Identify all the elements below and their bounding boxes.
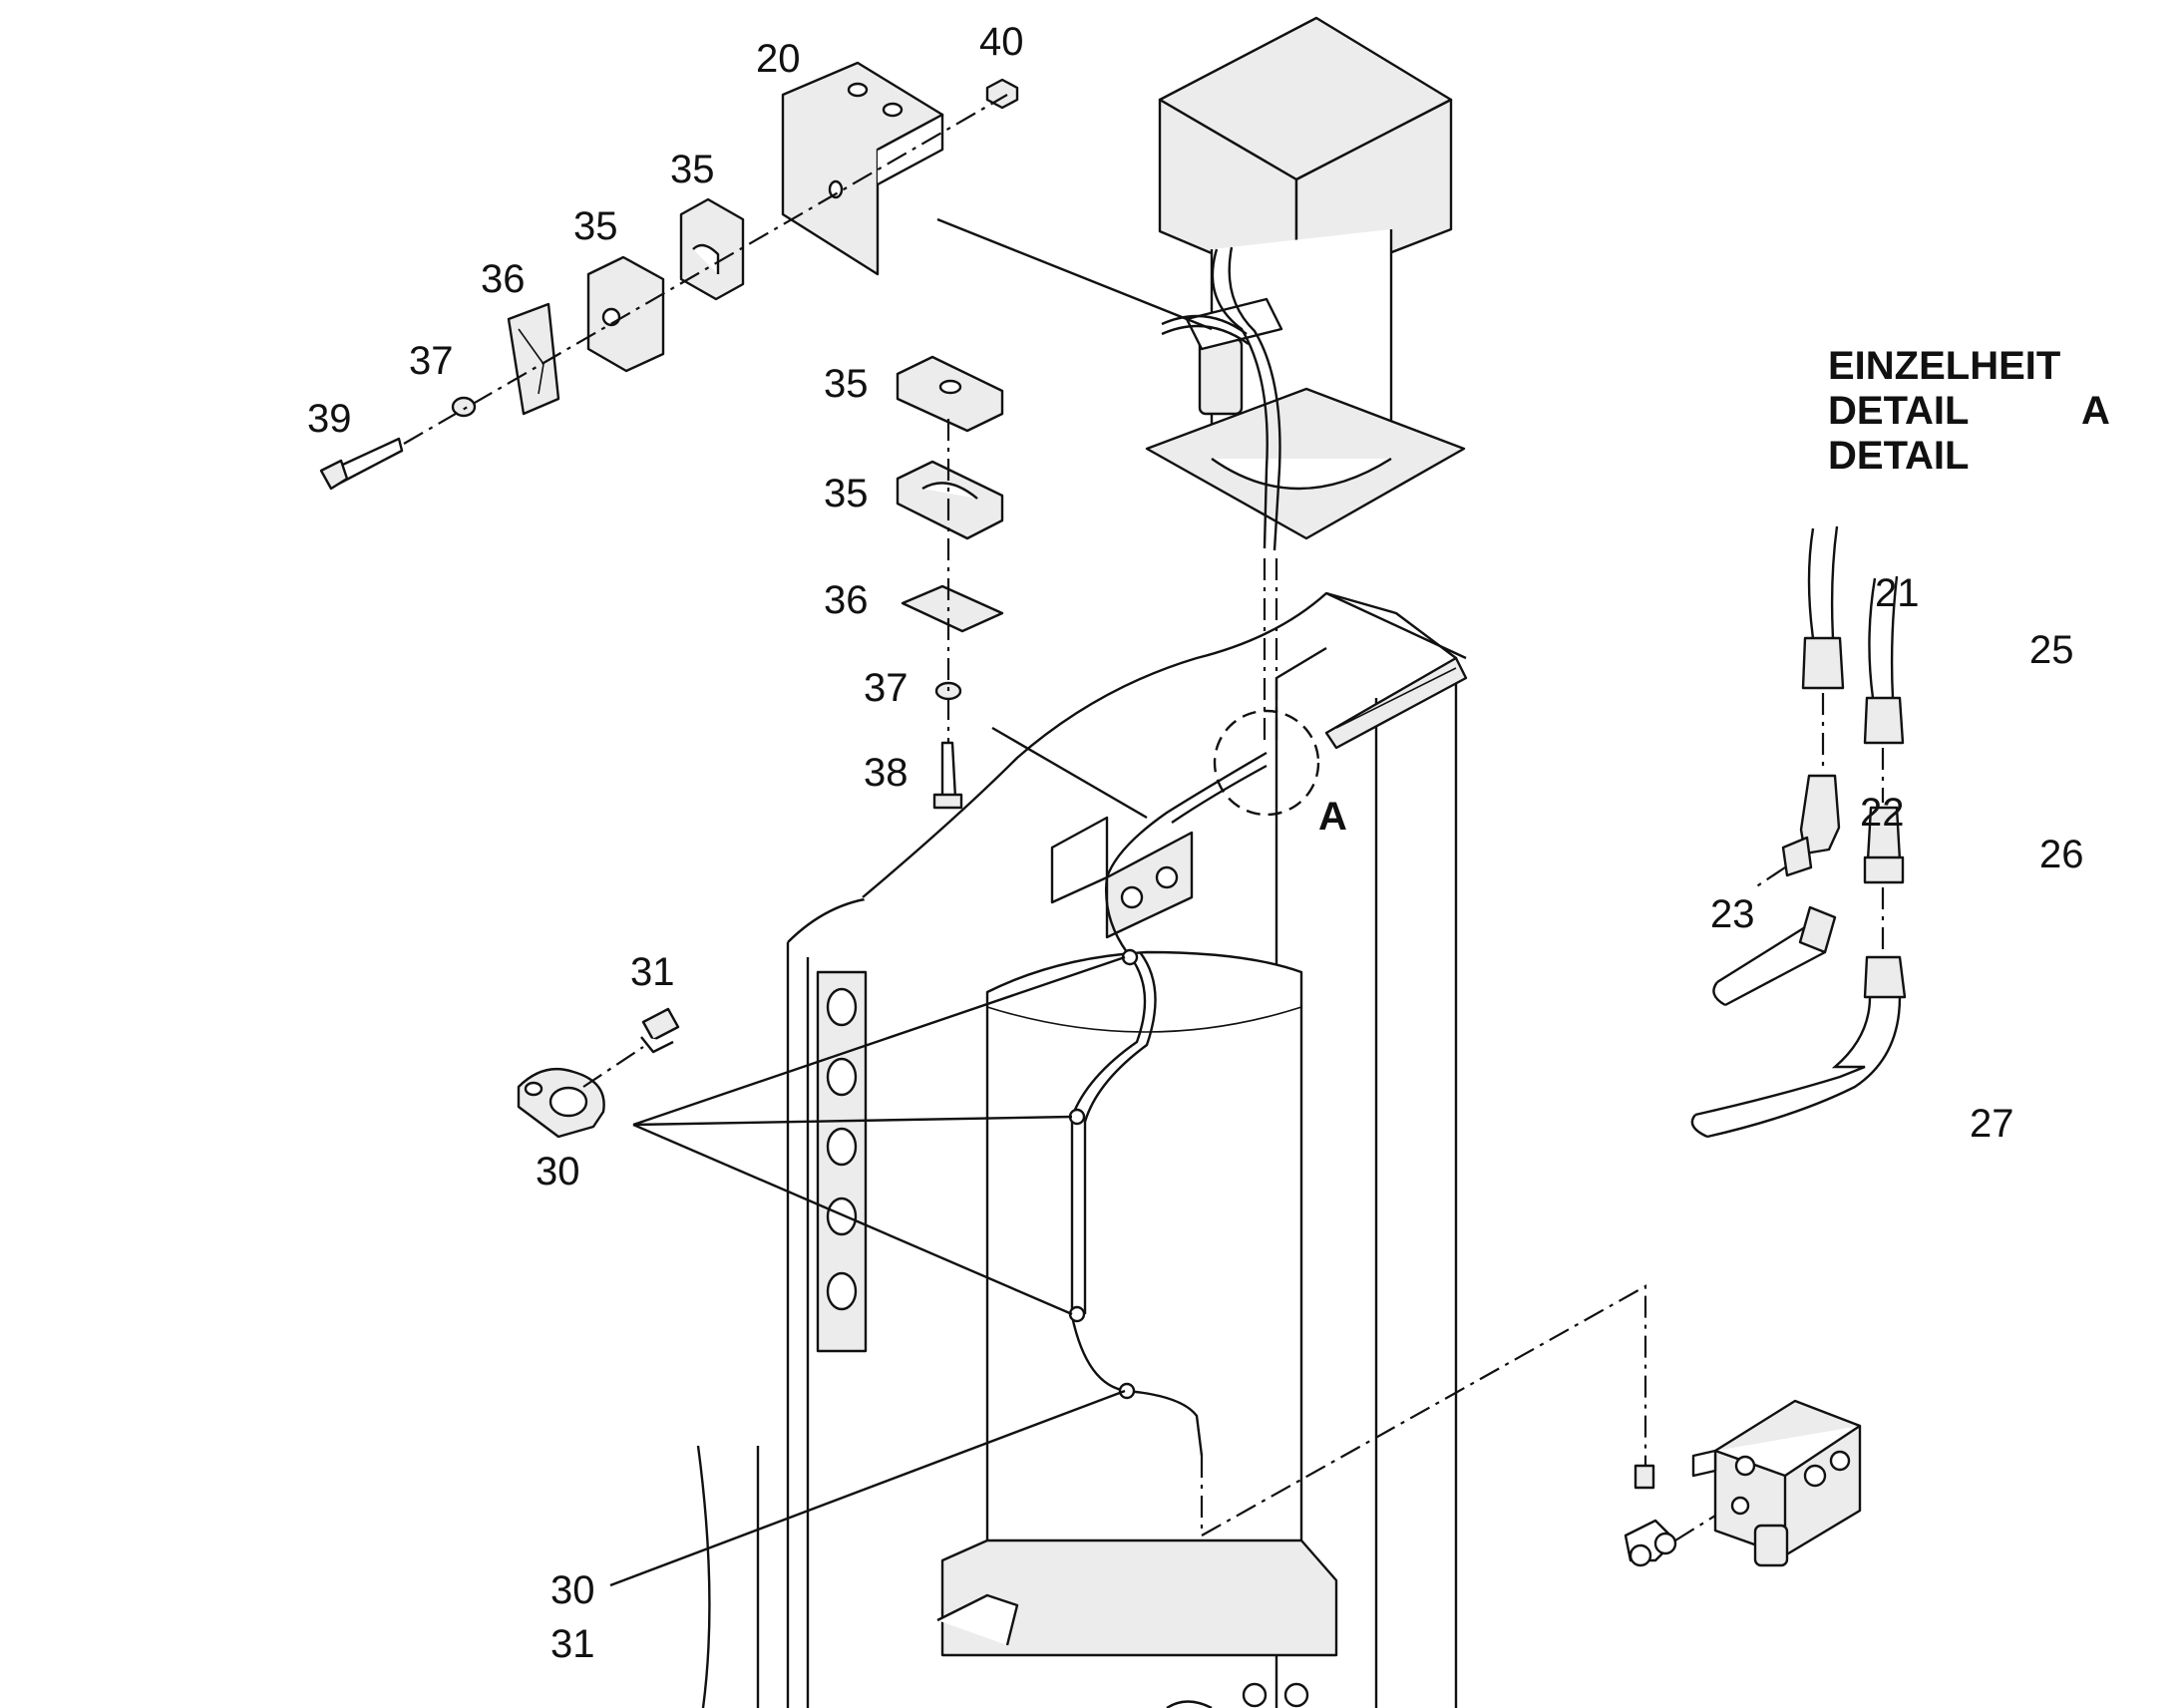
label-30-a: 30 xyxy=(536,1150,580,1194)
clamp-30-group xyxy=(517,955,1126,1587)
mast-structure xyxy=(696,591,1468,1708)
hose-routing xyxy=(1068,558,1647,1537)
center-stack-group xyxy=(896,355,1148,820)
label-25: 25 xyxy=(2029,628,2074,672)
label-35-a: 35 xyxy=(670,148,715,191)
clamp-35-b xyxy=(586,255,665,373)
fitting-23 xyxy=(1798,905,1837,954)
fitting-27 xyxy=(1863,955,1907,999)
label-39: 39 xyxy=(307,397,352,441)
label-37-b: 37 xyxy=(864,666,908,710)
label-35-b: 35 xyxy=(573,204,618,248)
bolt-38 xyxy=(940,741,957,800)
clamp-35-d xyxy=(896,460,1004,540)
valve-block xyxy=(1624,1399,1862,1567)
label-20: 20 xyxy=(756,37,801,81)
part-labels: 20 40 35 35 36 37 39 35 35 36 37 38 31 3… xyxy=(307,20,2110,1666)
detail-a-callout: A xyxy=(1213,709,1347,839)
top-bracket-group xyxy=(319,61,1213,491)
fitting-25 xyxy=(1863,696,1905,745)
detail-heading-line-1: EINZELHEIT xyxy=(1828,344,2060,388)
label-31-b: 31 xyxy=(550,1622,595,1666)
label-30-b: 30 xyxy=(550,1568,595,1612)
label-31-a: 31 xyxy=(630,950,675,994)
label-37-a: 37 xyxy=(409,339,454,383)
label-35-c: 35 xyxy=(824,362,869,406)
label-26: 26 xyxy=(2039,833,2084,876)
label-21: 21 xyxy=(1875,571,1920,615)
nipple-22 xyxy=(1799,774,1841,855)
plate-36-b xyxy=(901,584,1004,633)
washer-37 xyxy=(451,396,477,418)
detail-a-parts xyxy=(1690,525,1907,1139)
callout-letter-a: A xyxy=(1318,795,1347,839)
label-38: 38 xyxy=(864,751,908,795)
detail-heading-letter: A xyxy=(2081,389,2110,433)
detail-heading-line-3: DETAIL xyxy=(1828,434,1969,478)
label-23: 23 xyxy=(1710,892,1755,936)
label-27: 27 xyxy=(1970,1102,2014,1146)
detail-heading-line-2: DETAIL xyxy=(1828,389,1969,433)
tank-assembly xyxy=(1145,16,1466,551)
label-35-d: 35 xyxy=(824,472,869,515)
label-22: 22 xyxy=(1860,791,1905,835)
label-36-b: 36 xyxy=(824,578,869,622)
screw-31 xyxy=(641,1007,680,1042)
label-36-a: 36 xyxy=(481,257,526,301)
label-40: 40 xyxy=(979,20,1024,64)
fitting-21 xyxy=(1801,636,1845,690)
